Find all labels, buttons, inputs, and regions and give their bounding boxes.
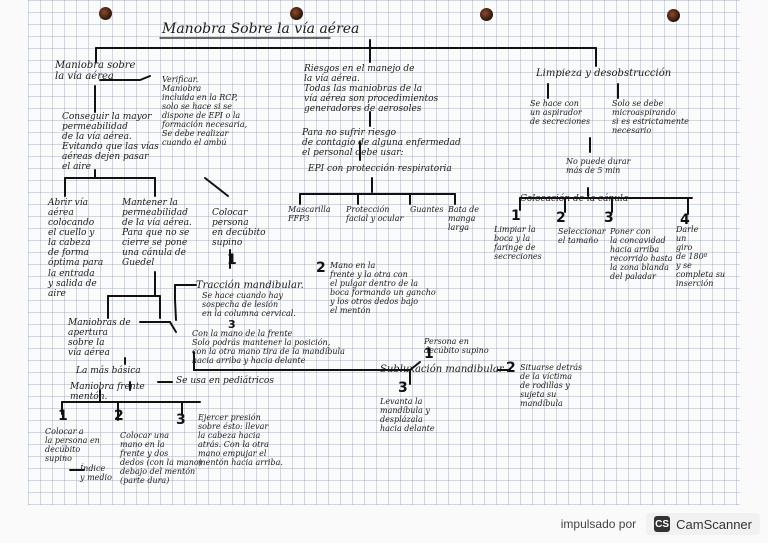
epi-text: EPI con protección respiratoria — [308, 164, 452, 174]
cannula-step-2: Seleccionar el tamaño — [558, 227, 606, 245]
epi-item-gown: Bata de manga larga — [448, 205, 480, 232]
microsuction-text: Solo se debe microaspirando si es estric… — [612, 99, 689, 135]
goal-text: Conseguir la mayor permeabilidad de la v… — [62, 112, 159, 173]
duration-text: No puede durar más de 5 min — [566, 157, 631, 175]
pediatric-use-text: Se usa en pediátricos — [176, 376, 274, 386]
most-basic-text: La más básica — [76, 366, 141, 376]
cannula-step-3: Poner con la concavidad hacia arriba rec… — [610, 227, 673, 281]
step-number-1: 1 — [424, 346, 434, 362]
front-chin-step-1: Colocar a la persona en decúbito supino — [45, 427, 100, 463]
camscanner-brand: CamScanner — [676, 516, 752, 532]
supine-person-text: Persona en decúbito supino — [424, 337, 489, 355]
epi-item-mask: Mascarilla FFP3 — [288, 205, 331, 223]
airway-maneuver-heading: Maniobra sobre la vía aérea — [55, 60, 136, 83]
step-number-1: 1 — [227, 252, 237, 268]
verify-note: Verificar. Maniobra incluida en la RCP, … — [162, 75, 248, 147]
subluxation-step-2: Situarse detrás de la víctima de rodilla… — [520, 363, 583, 408]
maintain-airway-text: Mantener la permeabilidad de la vía aére… — [122, 198, 192, 269]
binder-hole — [290, 7, 303, 20]
front-chin-step-2: Colocar una mano en la frente y dos dedo… — [120, 431, 202, 485]
index-middle-note: Índice y medio — [80, 464, 112, 482]
step-number-3: 3 — [228, 318, 236, 331]
step-number-3: 3 — [398, 380, 408, 396]
open-airway-text: Abrir vía aérea colocando el cuello y la… — [48, 198, 104, 299]
jaw-traction-heading: Tracción mandibular. — [196, 280, 304, 291]
jaw-subluxation-heading: Subluxación mandibular — [380, 364, 504, 375]
grid-paper — [28, 0, 740, 505]
step-number-2: 2 — [114, 408, 124, 424]
camscanner-logo: CS CamScanner — [646, 513, 760, 535]
step-number-2: 2 — [506, 360, 516, 376]
opening-maneuvers-text: Maniobras de apertura sobre la vía aérea — [68, 318, 131, 359]
step-number-1: 1 — [511, 208, 521, 224]
epi-item-face-protection: Protección facial y ocular — [346, 205, 404, 223]
risks-text: Riesgos en el manejo de la vía aérea. To… — [304, 64, 439, 115]
binder-hole — [99, 7, 112, 20]
jaw-traction-step-2: Mano en la frente y la otra con el pulga… — [330, 261, 436, 315]
step-number-3: 3 — [176, 412, 186, 428]
binder-hole — [480, 8, 493, 21]
step-number-2: 2 — [556, 210, 566, 226]
step-number-2: 2 — [316, 260, 326, 276]
step-number-3: 3 — [604, 210, 614, 226]
front-chin-maneuver-text: Maniobra frente mentón. — [70, 382, 145, 403]
subluxation-step-3: Levanta la mandíbula y desplázala hacia … — [380, 397, 435, 433]
aspirator-text: Se hace con un aspirador de secreciones — [530, 99, 591, 126]
step-number-1: 1 — [58, 408, 68, 424]
cannula-step-4: Darle un giro de 180º y se completa su i… — [676, 225, 726, 288]
jaw-traction-step-3: Con la mano de la frente Solo podrás man… — [192, 329, 345, 365]
risk-description: Para no sufrir riesgo de contagio de alg… — [302, 128, 461, 159]
scanner-footer: impulsado por CS CamScanner — [561, 511, 760, 537]
step-number-4: 4 — [680, 212, 690, 228]
epi-item-gloves: Guantes — [410, 205, 444, 214]
cannula-heading: Colocación de la cánula — [520, 194, 629, 204]
cleaning-heading: Limpieza y desobstrucción — [536, 68, 672, 79]
place-supine-text: Colocar persona en decúbito supino — [212, 208, 266, 249]
camscanner-icon: CS — [654, 516, 671, 532]
binder-hole — [667, 9, 680, 22]
jaw-traction-description: Se hace cuando hay sospecha de lesión en… — [202, 291, 296, 318]
front-chin-step-3: Ejercer presión sobre ésto: llevar la ca… — [198, 413, 283, 467]
powered-by-label: impulsado por — [560, 517, 637, 531]
page-title: Manobra Sobre la vía aérea — [162, 21, 360, 37]
cannula-step-1: Limpiar la boca y la faringe de secrecio… — [494, 225, 542, 261]
